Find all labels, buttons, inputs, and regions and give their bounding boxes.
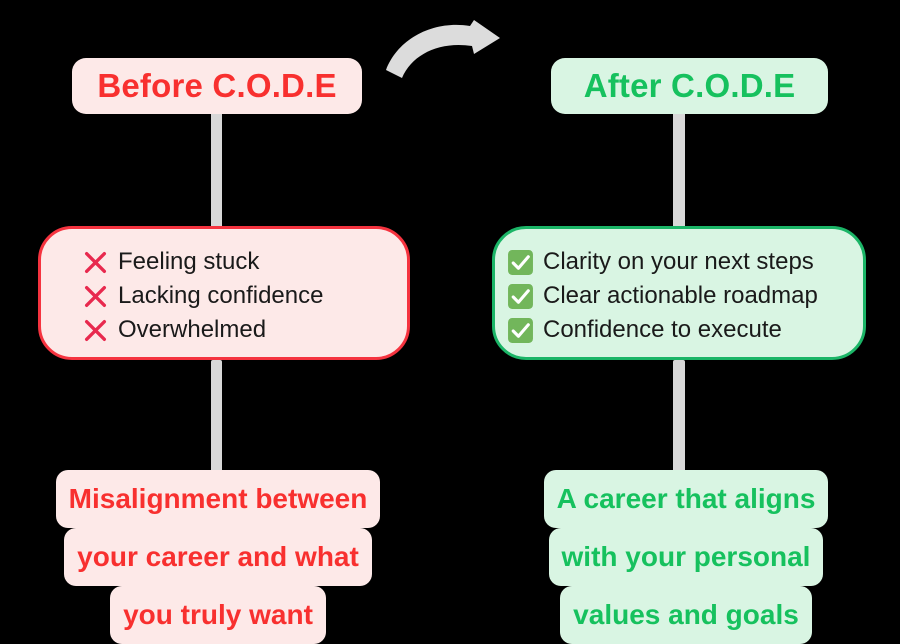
list-item-label: Overwhelmed [118,316,267,343]
list-item-label: Confidence to execute [543,316,782,343]
list-item-label: Clarity on your next steps [543,248,814,275]
connector-before-header-to-list [211,112,222,234]
x-mark-icon [84,251,107,273]
x-mark-icon [84,285,107,307]
after-header-pill: After C.O.D.E [551,58,828,114]
outcome-line-text: with your personal [548,528,824,586]
curved-arrow-right-icon [386,20,500,78]
check-box-icon [508,317,533,343]
list-item: Clarity on your next steps [507,245,863,279]
connector-after-list-to-outcome [673,360,685,478]
outcome-line: your career and what [28,528,408,586]
list-item-label: Feeling stuck [118,248,260,275]
connector-after-header-to-list [673,112,685,234]
before-list-card: Feeling stuck Lacking confidence Overwhe… [38,226,410,360]
outcome-line: you truly want [28,586,408,644]
outcome-line-text: Misalignment between [55,470,381,528]
check-box-icon [508,249,533,275]
list-item-label: Lacking confidence [118,282,324,309]
before-header-pill: Before C.O.D.E [72,58,362,114]
outcome-line: with your personal [500,528,872,586]
outcome-line-text: your career and what [64,528,372,586]
list-item: Lacking confidence [83,279,407,313]
outcome-line-text: A career that aligns [543,470,829,528]
outcome-line: Misalignment between [28,470,408,528]
outcome-line-text: values and goals [560,586,812,644]
list-item: Clear actionable roadmap [507,279,863,313]
outcome-line: values and goals [500,586,872,644]
x-mark-icon [84,319,107,341]
connector-before-list-to-outcome [211,360,222,478]
after-list: Clarity on your next steps Clear actiona… [495,229,863,347]
before-outcome-text: Misalignment between your career and wha… [28,470,408,644]
check-box-icon [508,283,533,309]
list-item: Overwhelmed [83,313,407,347]
outcome-line: A career that aligns [500,470,872,528]
after-list-card: Clarity on your next steps Clear actiona… [492,226,866,360]
list-item: Confidence to execute [507,313,863,347]
before-list: Feeling stuck Lacking confidence Overwhe… [41,229,407,347]
list-item: Feeling stuck [83,245,407,279]
outcome-line-text: you truly want [110,586,326,644]
after-outcome-text: A career that aligns with your personal … [500,470,872,644]
list-item-label: Clear actionable roadmap [543,282,818,309]
